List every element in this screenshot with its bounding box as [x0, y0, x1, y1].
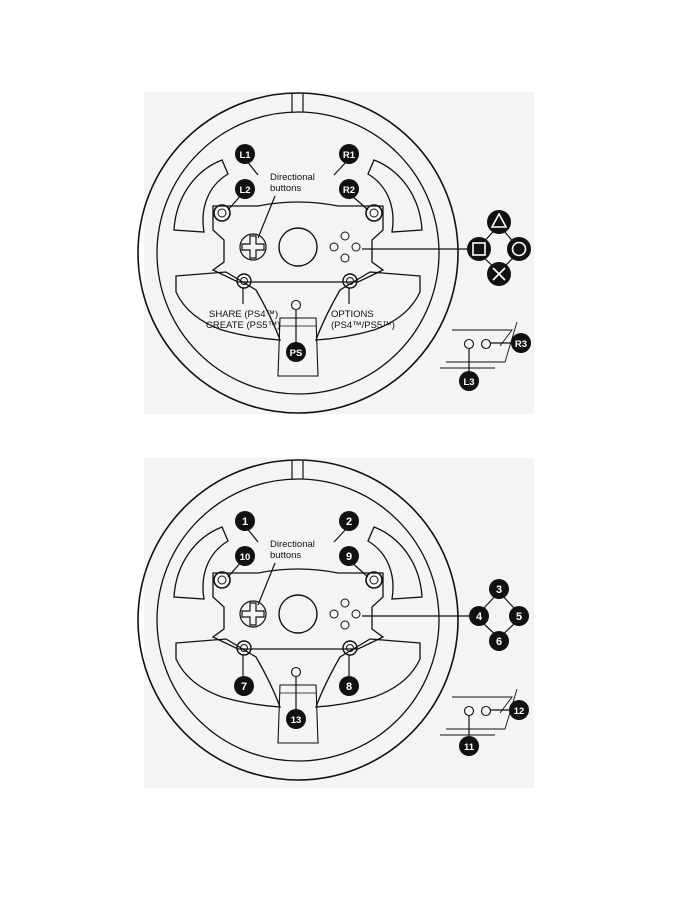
badge-l2: L2 — [235, 179, 255, 199]
badge-3: 3 — [489, 579, 509, 599]
triangle-icon — [487, 210, 511, 234]
badge-r2: R2 — [339, 179, 359, 199]
badge-4: 4 — [469, 606, 489, 626]
badge-1-text: 1 — [242, 516, 248, 528]
badge-l1-text: L1 — [239, 150, 251, 161]
badge-9: 9 — [339, 546, 359, 566]
badge-l2-text: L2 — [239, 185, 250, 196]
badge-13: 13 — [286, 709, 306, 729]
badge-8-text: 8 — [346, 681, 352, 693]
circle-icon — [507, 237, 531, 261]
square-icon — [467, 237, 491, 261]
badge-l3-text: L3 — [463, 377, 474, 388]
badge-r1-text: R1 — [343, 150, 356, 161]
options-label-line1: OPTIONS — [331, 309, 374, 320]
badge-11: 11 — [459, 736, 479, 756]
badge-ps: PS — [286, 342, 306, 362]
badge-3-text: 3 — [496, 584, 502, 596]
share-label-line2: CREATE (PS5™) — [206, 320, 280, 331]
badge-7: 7 — [234, 676, 254, 696]
badge-9-text: 9 — [346, 551, 352, 563]
badge-ps-text: PS — [290, 348, 303, 359]
badge-5: 5 — [509, 606, 529, 626]
badge-r3-text: R3 — [515, 339, 527, 350]
badge-10-text: 10 — [240, 552, 251, 563]
bottom-panel: Directional buttons 1 2 10 9 3 4 5 6 7 8… — [138, 458, 534, 788]
top-directional-label-line2: buttons — [270, 183, 301, 194]
badge-r2-text: R2 — [343, 185, 355, 196]
cross-icon — [487, 262, 511, 286]
badge-r3: R3 — [511, 333, 531, 353]
badge-11-text: 11 — [464, 742, 475, 753]
badge-4-text: 4 — [476, 611, 483, 623]
badge-7-text: 7 — [241, 681, 247, 693]
badge-8: 8 — [339, 676, 359, 696]
badge-6: 6 — [489, 631, 509, 651]
options-label-line2: (PS4™/PS5™) — [331, 320, 395, 331]
top-directional-label-line1: Directional — [270, 172, 315, 183]
badge-r1: R1 — [339, 144, 359, 164]
top-panel: Directional buttons SHARE (PS4™) CREATE … — [138, 92, 534, 414]
badge-1: 1 — [235, 511, 255, 531]
badge-5-text: 5 — [516, 611, 522, 623]
badge-12-text: 12 — [514, 706, 525, 717]
badge-6-text: 6 — [496, 636, 502, 648]
badge-10: 10 — [235, 546, 255, 566]
badge-l1: L1 — [235, 144, 255, 164]
bottom-directional-label-line2: buttons — [270, 550, 301, 561]
badge-2-text: 2 — [346, 516, 352, 528]
badge-13-text: 13 — [291, 715, 302, 726]
badge-2: 2 — [339, 511, 359, 531]
share-label-line1: SHARE (PS4™) — [209, 309, 278, 320]
bottom-directional-label-line1: Directional — [270, 539, 315, 550]
badge-12: 12 — [509, 700, 529, 720]
badge-l3: L3 — [459, 371, 479, 391]
